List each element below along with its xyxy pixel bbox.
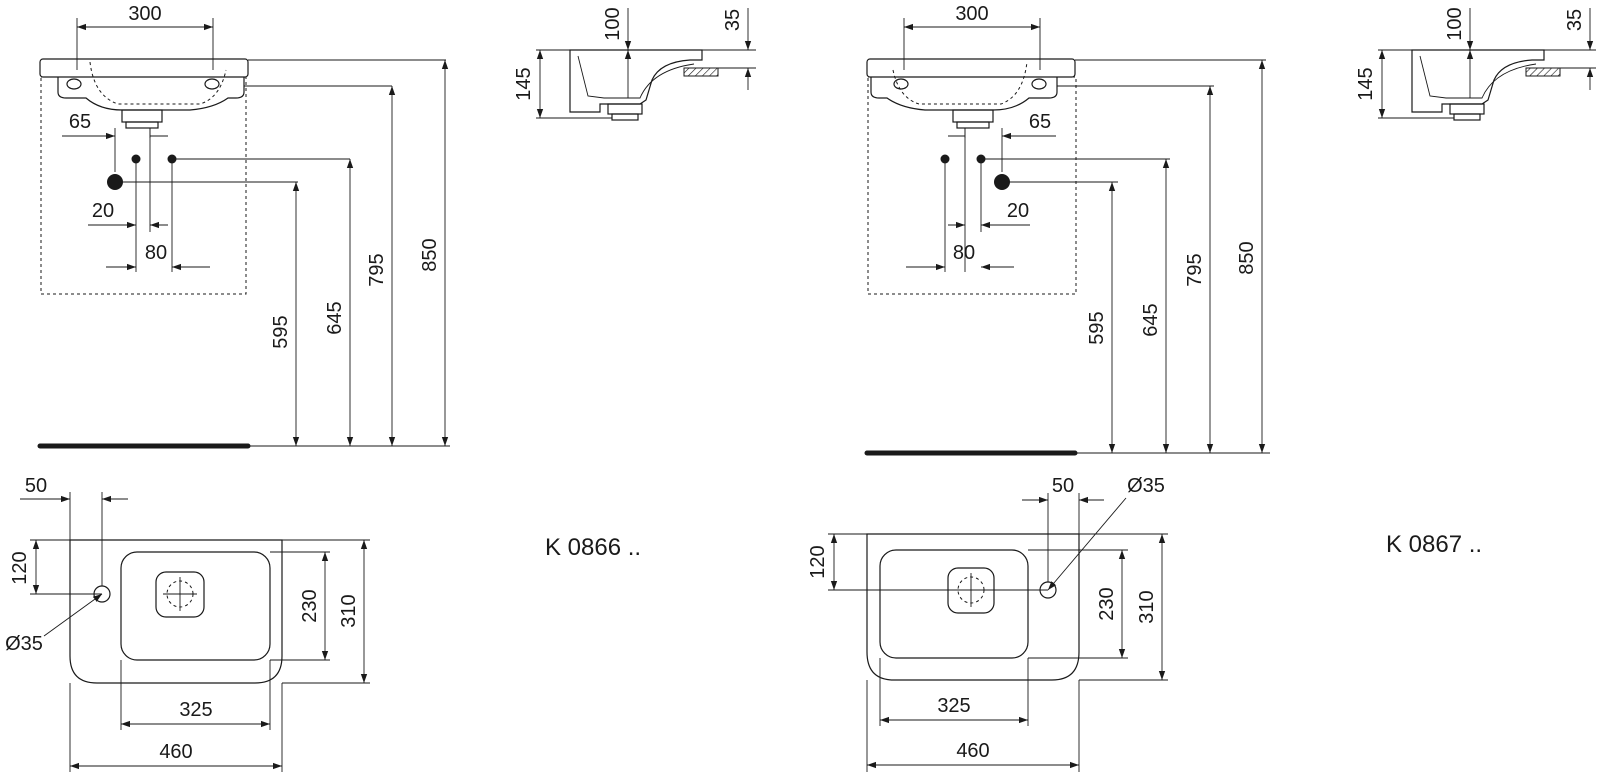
overflow-hole (893, 78, 909, 90)
dim-850: 850 (419, 238, 441, 271)
front-view-left: 300 65 20 80 595 645 795 850 (37, 3, 450, 449)
basin-rim (39, 58, 249, 78)
basin-bowl-outline (57, 77, 245, 111)
dim-310-plan: 310 (338, 594, 360, 627)
side-view-right: 145 100 35 (1355, 7, 1596, 121)
dim-120-plan: 120 (807, 545, 829, 578)
dim-595: 595 (1086, 311, 1108, 344)
dim-65: 65 (69, 111, 91, 133)
basin-plan-outline (866, 533, 1080, 681)
dim-310-plan: 310 (1136, 590, 1158, 623)
waste-side (607, 103, 643, 115)
bowl-plan (879, 549, 1029, 659)
drain-plate (947, 567, 995, 614)
basin-plan-outline (69, 539, 283, 684)
dim-795: 795 (1184, 253, 1206, 286)
drain-plate (155, 571, 205, 618)
dim-645: 645 (324, 301, 346, 334)
dim-645: 645 (1140, 303, 1162, 336)
dim-325-plan: 325 (179, 699, 212, 721)
dim-100-side: 100 (1444, 7, 1466, 40)
dim-20: 20 (92, 200, 114, 222)
dim-dia35-plan: Ø35 (1127, 475, 1165, 497)
basin-side-profile (1411, 49, 1545, 113)
dim-50-plan: 50 (25, 475, 47, 497)
cabinet-outline (40, 76, 247, 295)
wall-bracket (1525, 67, 1561, 77)
dim-35-side: 35 (722, 9, 744, 31)
basin-inner-hidden-line (89, 61, 227, 105)
model-code-right: K 0867 .. (1386, 531, 1482, 558)
basin-bowl-outline (870, 77, 1058, 111)
dim-100-side: 100 (602, 7, 624, 40)
waste-outlet (121, 109, 163, 123)
basin-inner-hidden-line (892, 61, 1028, 105)
dim-20: 20 (1007, 200, 1029, 222)
dim-850: 850 (1236, 241, 1258, 274)
dim-230-plan: 230 (299, 589, 321, 622)
dim-50-plan: 50 (1052, 475, 1074, 497)
dim-145-side: 145 (513, 67, 535, 100)
wall-bracket (683, 67, 719, 77)
dim-145-side: 145 (1355, 67, 1377, 100)
dim-595: 595 (270, 315, 292, 348)
dim-795: 795 (366, 253, 388, 286)
waste-outlet (952, 109, 994, 123)
cabinet-outline (867, 76, 1077, 295)
waste-side (1449, 103, 1485, 115)
dim-65: 65 (1029, 111, 1051, 133)
tap-hole-right (1031, 78, 1047, 90)
basin-rim (866, 58, 1076, 78)
front-view-right: 300 65 20 80 595 645 795 850 (864, 3, 1270, 456)
plan-view-right: 50 Ø35 120 230 310 325 460 (807, 475, 1168, 772)
dim-325-plan: 325 (937, 695, 970, 717)
dim-300: 300 (955, 3, 988, 25)
plan-view-left: 50 120 Ø35 230 310 325 460 (5, 475, 370, 772)
dim-460-plan: 460 (159, 741, 192, 763)
dim-dia35-plan: Ø35 (5, 633, 43, 655)
bowl-plan (120, 551, 271, 661)
tap-hole-left (66, 78, 82, 90)
basin-side-profile (569, 49, 703, 113)
overflow-hole (204, 78, 220, 90)
model-code-left: K 0866 .. (545, 534, 641, 561)
dim-80: 80 (953, 242, 975, 264)
dim-80: 80 (145, 242, 167, 264)
dim-460-plan: 460 (956, 740, 989, 762)
dim-35-side: 35 (1564, 9, 1586, 31)
dim-230-plan: 230 (1096, 587, 1118, 620)
side-view-left: 145 100 35 (513, 7, 756, 121)
dim-120-plan: 120 (9, 551, 31, 584)
dim-300: 300 (128, 3, 161, 25)
